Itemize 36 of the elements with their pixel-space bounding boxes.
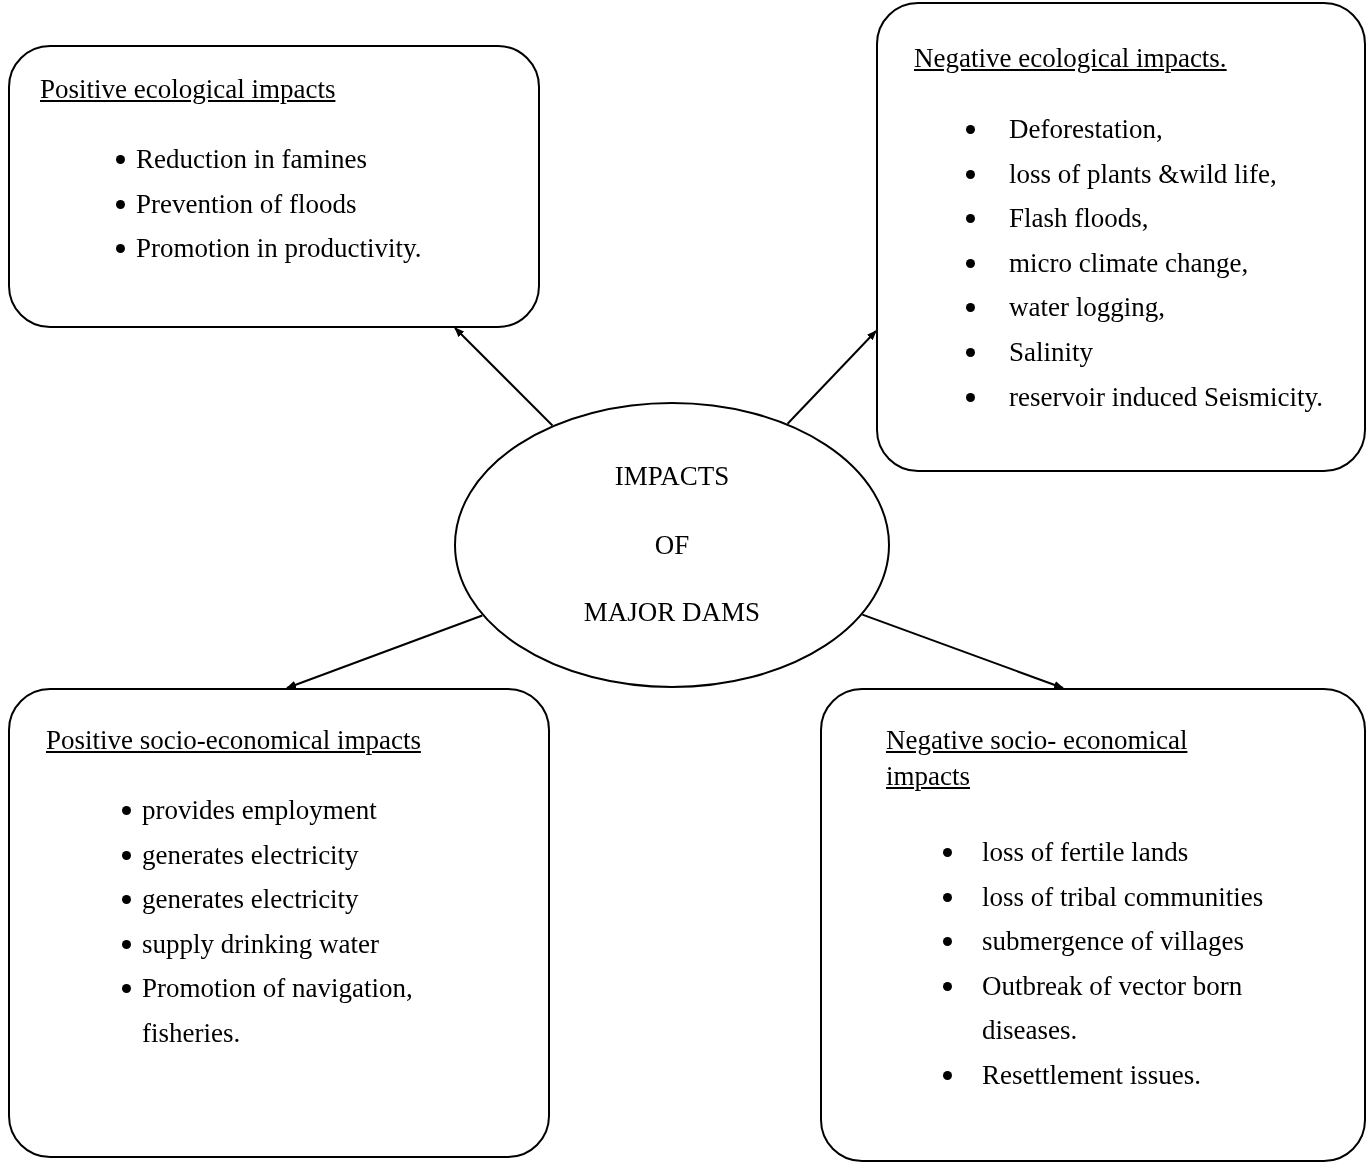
arrow [861,613,1064,689]
bullet-text: Flash floods, [1009,202,1150,236]
box-heading: Negative ecological impacts. [914,42,1228,75]
bullet-text: supply drinking water [142,927,380,961]
bullet-text: generates electricity [142,883,360,917]
bullet-text: reservoir induced Seismicity. [1009,380,1324,414]
bullet-text: water logging, [1009,291,1166,325]
arrow [286,614,484,689]
impact-box [876,2,1366,472]
bullet-text: Promotion of navigation, fisheries. [142,972,414,1050]
bullet-text: loss of tribal communities [982,880,1265,914]
title-text: MAJOR DAMS [582,596,762,629]
arrow [786,330,877,425]
bullet-text: Reduction in famines [136,143,368,176]
impact-box [820,688,1366,1162]
central-ellipse [454,402,890,688]
bullet-text: generates electricity [142,838,360,872]
bullet-text: submergence of villages [982,925,1245,959]
bullet-text: Deforestation, [1009,113,1164,146]
bullet-text: Resettlement issues. [982,1058,1202,1092]
title-text: OF [653,529,691,562]
bullet-text: micro climate change, [1009,246,1250,280]
box-heading: Positive ecological impacts [40,73,337,106]
bullet-text: Promotion in productivity. [136,232,423,266]
bullet-text: loss of plants &wild life, [1009,157,1278,191]
impact-box [8,688,550,1158]
box-heading: Negative socio- economical impacts [886,724,1189,793]
title-text: IMPACTS [613,460,731,493]
bullet-text: loss of fertile lands [982,836,1190,869]
bullet-text: provides employment [142,794,378,827]
bullet-text: Salinity [1009,335,1094,369]
bullet-text: Outbreak of vector born diseases. [982,969,1244,1048]
impact-box [8,45,540,328]
arrow [454,327,554,427]
bullet-text: Prevention of floods [136,187,358,221]
box-heading: Positive socio-economical impacts [46,724,422,757]
